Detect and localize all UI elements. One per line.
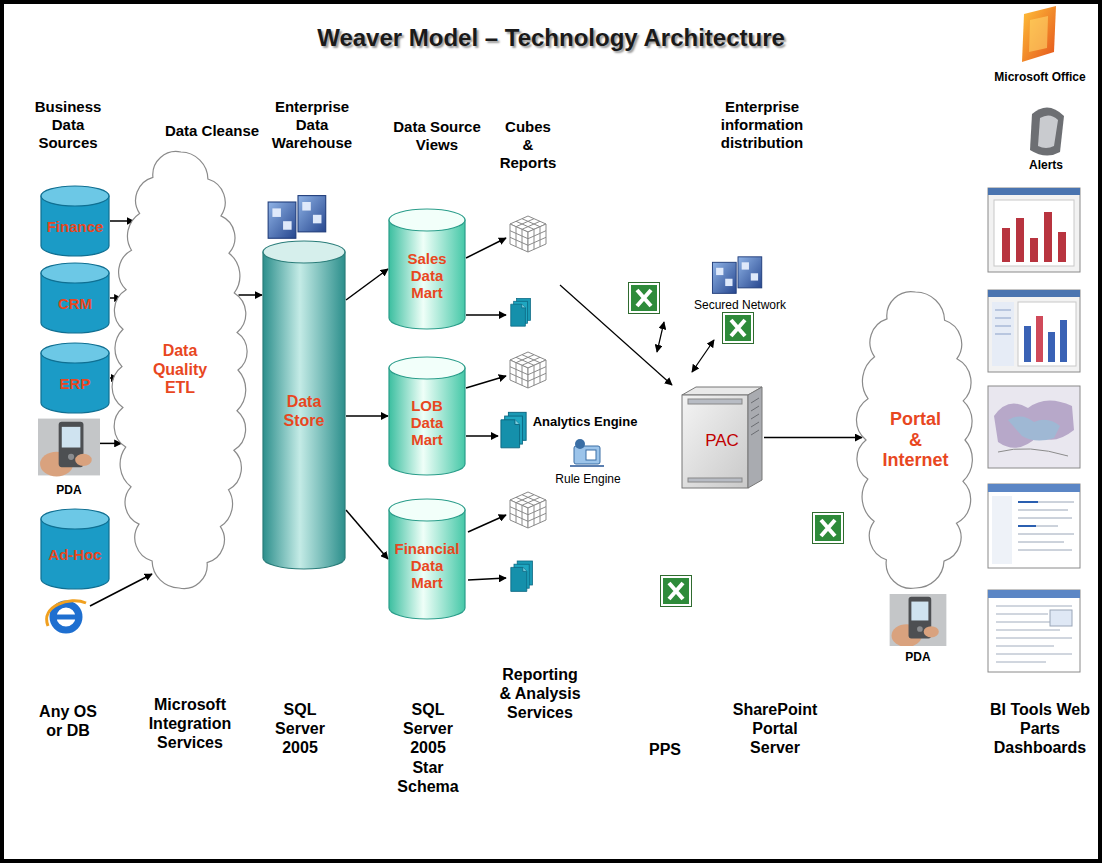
cube-icons: [510, 216, 546, 528]
node-text: PAC: [705, 431, 739, 451]
column-heading: Cubes & Reports: [499, 118, 558, 172]
cylinder-body: [389, 220, 465, 329]
alerts-icon: [1030, 107, 1064, 155]
data-mart: Sales Data Mart: [388, 208, 466, 330]
column-heading: Enterprise information distribution: [707, 98, 817, 152]
source-database: ERP: [40, 342, 110, 414]
technology-label: Any OS or DB: [31, 702, 106, 740]
technology-label: SQL Server 2005: [265, 700, 335, 758]
shape-part: [688, 399, 742, 404]
exchange-arrows: [657, 322, 714, 372]
cloud-outline: [856, 292, 972, 589]
technology-label: SharePoint Portal Server: [728, 700, 823, 758]
node-text: Data Store: [284, 393, 325, 430]
node-text: ERP: [60, 375, 91, 392]
cylinder-body: [263, 252, 345, 569]
column-heading: Business Data Sources: [23, 98, 113, 152]
node-text: PDA: [56, 484, 81, 498]
source-database: Finance: [40, 185, 110, 257]
rule-engine-icon: [570, 439, 604, 466]
cloud-outline: [112, 152, 247, 589]
node-text: LOB Data Mart: [411, 397, 444, 449]
shape-part: [751, 430, 759, 435]
shape-part: [751, 422, 759, 427]
browser-icon: [47, 601, 86, 630]
etl-cloud: Data Quality ETL: [110, 140, 250, 600]
cylinder-top: [41, 186, 109, 206]
data-store: Data Store: [262, 240, 346, 570]
cylinder-top: [389, 357, 465, 379]
pac-server: PAC: [680, 385, 764, 490]
data-mart: LOB Data Mart: [388, 356, 466, 476]
shape-part: [751, 398, 759, 403]
node-text: Data Quality ETL: [153, 342, 207, 397]
cylinder-body: [389, 510, 465, 619]
flow-arrow: [100, 443, 121, 445]
technology-label: Microsoft Integration Services: [135, 695, 245, 753]
flow-arrow: [346, 415, 388, 417]
technology-label: BI Tools Web Parts Dashboards: [990, 700, 1090, 758]
flow-arrow: [239, 294, 263, 296]
cylinder-top: [263, 241, 345, 263]
technology-label: Reporting & Analysis Services: [499, 665, 581, 723]
column-heading: Data Cleanse: [152, 122, 272, 140]
cylinder-top: [41, 509, 109, 529]
node-text: Finance: [47, 218, 104, 235]
warehouse-icon: [268, 196, 326, 239]
cylinder-top: [41, 263, 109, 283]
shape-part: [682, 395, 748, 488]
technology-label: SQL Server 2005 Star Schema: [393, 700, 463, 796]
icon-caption: Secured Network: [680, 298, 800, 312]
cylinder-top: [389, 209, 465, 231]
icon-caption: PDA: [888, 650, 948, 664]
source-database: CRM: [40, 262, 110, 334]
node-text: Ad-Hoc: [48, 546, 101, 563]
excel-icons: [629, 283, 844, 607]
shape-part: [751, 406, 759, 411]
shape-part: [751, 414, 759, 419]
network-icon: [712, 257, 761, 294]
icon-caption: Microsoft Office: [980, 70, 1100, 84]
pda-photo: [38, 419, 100, 477]
icon-caption: Alerts: [1006, 158, 1086, 172]
flow-arrow: [110, 220, 134, 222]
source-database: Ad-Hoc: [40, 508, 110, 590]
column-heading: Data Source Views: [387, 118, 487, 154]
cylinder-top: [41, 343, 109, 363]
office-icon: [1022, 6, 1056, 62]
data-mart: Financial Data Mart: [388, 498, 466, 620]
node-text: Portal & Internet: [882, 409, 948, 471]
flow-arrow: [764, 437, 862, 439]
flow-arrow: [346, 269, 388, 300]
shape-part: [748, 387, 762, 488]
technology-label: PPS: [635, 740, 695, 759]
diagram-title: Weaver Model – Technology Architecture: [0, 24, 1102, 52]
node-text: Financial Data Mart: [394, 540, 459, 592]
shape-part: [688, 478, 742, 482]
icon-caption: Rule Engine: [538, 472, 638, 486]
report-icons: [501, 298, 532, 591]
pda-device: PDA: [38, 414, 100, 498]
mart-arrows: [466, 238, 506, 580]
engine-label: Analytics Engine: [520, 414, 650, 430]
dashboard-thumbnails: [988, 188, 1080, 672]
node-text: CRM: [58, 295, 92, 312]
portal-cloud: Portal & Internet: [854, 280, 977, 600]
flow-arrow: [346, 510, 388, 559]
cylinder-body: [389, 368, 465, 475]
node-text: Sales Data Mart: [407, 250, 446, 302]
cylinder-top: [389, 499, 465, 521]
column-heading: Enterprise Data Warehouse: [262, 98, 362, 152]
pda-photo: [890, 594, 947, 647]
